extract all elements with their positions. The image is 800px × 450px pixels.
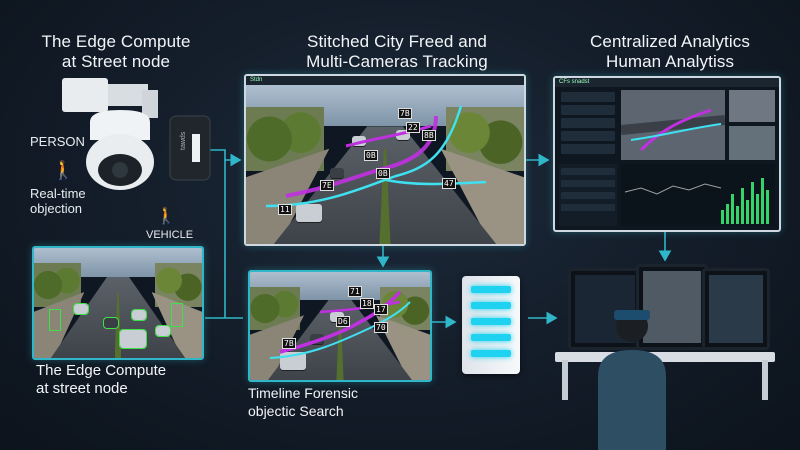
workstation-monitor-right: [702, 268, 770, 350]
vehicle: [352, 136, 366, 146]
desk-leg: [562, 360, 568, 400]
label-realtime-objection: Real-time objection: [30, 186, 86, 216]
detected-vehicle: [131, 309, 147, 321]
detected-person: [49, 309, 61, 331]
server-bay: [471, 302, 511, 309]
server-bay: [471, 318, 511, 325]
label-vehicle: VEHICLE: [146, 229, 194, 241]
stat-row: [561, 192, 615, 199]
track-path-magenta: [345, 124, 432, 148]
list-item: [561, 92, 615, 102]
track-path-magenta: [279, 290, 402, 354]
track-id-tag: 8B: [422, 130, 436, 141]
detected-vehicle: [103, 317, 119, 329]
workstation-monitor-center: [636, 264, 708, 350]
stat-row: [561, 204, 615, 211]
list-item: [561, 144, 615, 154]
vehicle: [310, 334, 324, 344]
track-id-tag: 7E: [320, 180, 334, 191]
heading-edge-compute-top: The Edge Compute at Street node: [41, 32, 191, 71]
track-id-tag: 11: [278, 204, 292, 215]
dashboard-map-view: [620, 90, 726, 160]
label-person: PERSON: [30, 134, 85, 149]
feed-window-bar: Stdn: [246, 76, 524, 85]
workstation-desk: [555, 352, 775, 362]
track-path-cyan: [265, 105, 463, 208]
timeline-forensic-feed: 71 D6 18 7B 17 70: [248, 270, 432, 382]
list-item: [561, 105, 615, 115]
dashboard-stats: [559, 164, 617, 226]
track-id-tag: D6: [336, 316, 350, 327]
storage-server: [462, 276, 520, 374]
stitched-city-feed-window: Stdn 7B 22 8B 0B 7E 11 0B 47: [244, 74, 526, 246]
vehicle: [396, 130, 410, 140]
track-id-tag: 0B: [364, 150, 378, 161]
list-item: [561, 131, 615, 141]
tracking-paths: [265, 105, 487, 208]
camera-brand-text: tawds: [180, 131, 187, 150]
track-id-tag: 17: [374, 304, 388, 315]
desk-leg: [762, 360, 768, 400]
track-id-tag: 7B: [398, 108, 412, 119]
dashboard-list: [559, 90, 617, 160]
person-icon: 🚶: [52, 160, 75, 180]
detected-vehicle: [73, 303, 89, 315]
track-path-cyan: [269, 301, 411, 359]
track-id-tag: 18: [360, 298, 374, 309]
track-id-tag: 71: [348, 286, 362, 297]
vehicle: [296, 204, 322, 222]
track-id-tag: 22: [406, 122, 420, 133]
server-bay: [471, 286, 511, 293]
server-bay: [471, 334, 511, 341]
label-edge-compute-bottom: The Edge Compute at street node: [36, 362, 167, 397]
dome-camera: [62, 78, 211, 190]
label-timeline-forensic: Timeline Forensic objectic Search: [248, 385, 358, 419]
track-path-cyan: [385, 178, 487, 186]
operator-figure: [598, 310, 666, 450]
detected-vehicle: [119, 329, 147, 349]
server-bay: [471, 350, 511, 357]
detected-vehicle: [155, 325, 171, 337]
edge-detection-feed: [32, 246, 204, 360]
pedestrian-icon: 🚶: [156, 208, 176, 225]
detected-person: [171, 303, 183, 327]
analytics-dashboard-window: CFs snadst: [553, 76, 781, 232]
list-item: [561, 118, 615, 128]
dashboard-camera-thumb: [729, 90, 775, 122]
connector-camera-to-feed: [205, 149, 242, 167]
heading-stitched-feed: Stitched City Freed and Multi-Cameras Tr…: [306, 32, 488, 71]
track-id-tag: 7B: [282, 338, 296, 349]
dashboard-bar-chart: [621, 164, 775, 226]
heading-centralized-analytics: Centralized Analytics Human Analytiss: [590, 32, 750, 71]
track-id-tag: 47: [442, 178, 456, 189]
dashboard-window-bar: CFs snadst: [555, 78, 779, 87]
dashboard-camera-thumb: [729, 126, 775, 160]
track-id-tag: 70: [374, 322, 388, 333]
stat-row: [561, 180, 615, 187]
stat-row: [561, 168, 615, 175]
track-id-tag: 0B: [376, 168, 390, 179]
vehicle: [330, 168, 344, 178]
